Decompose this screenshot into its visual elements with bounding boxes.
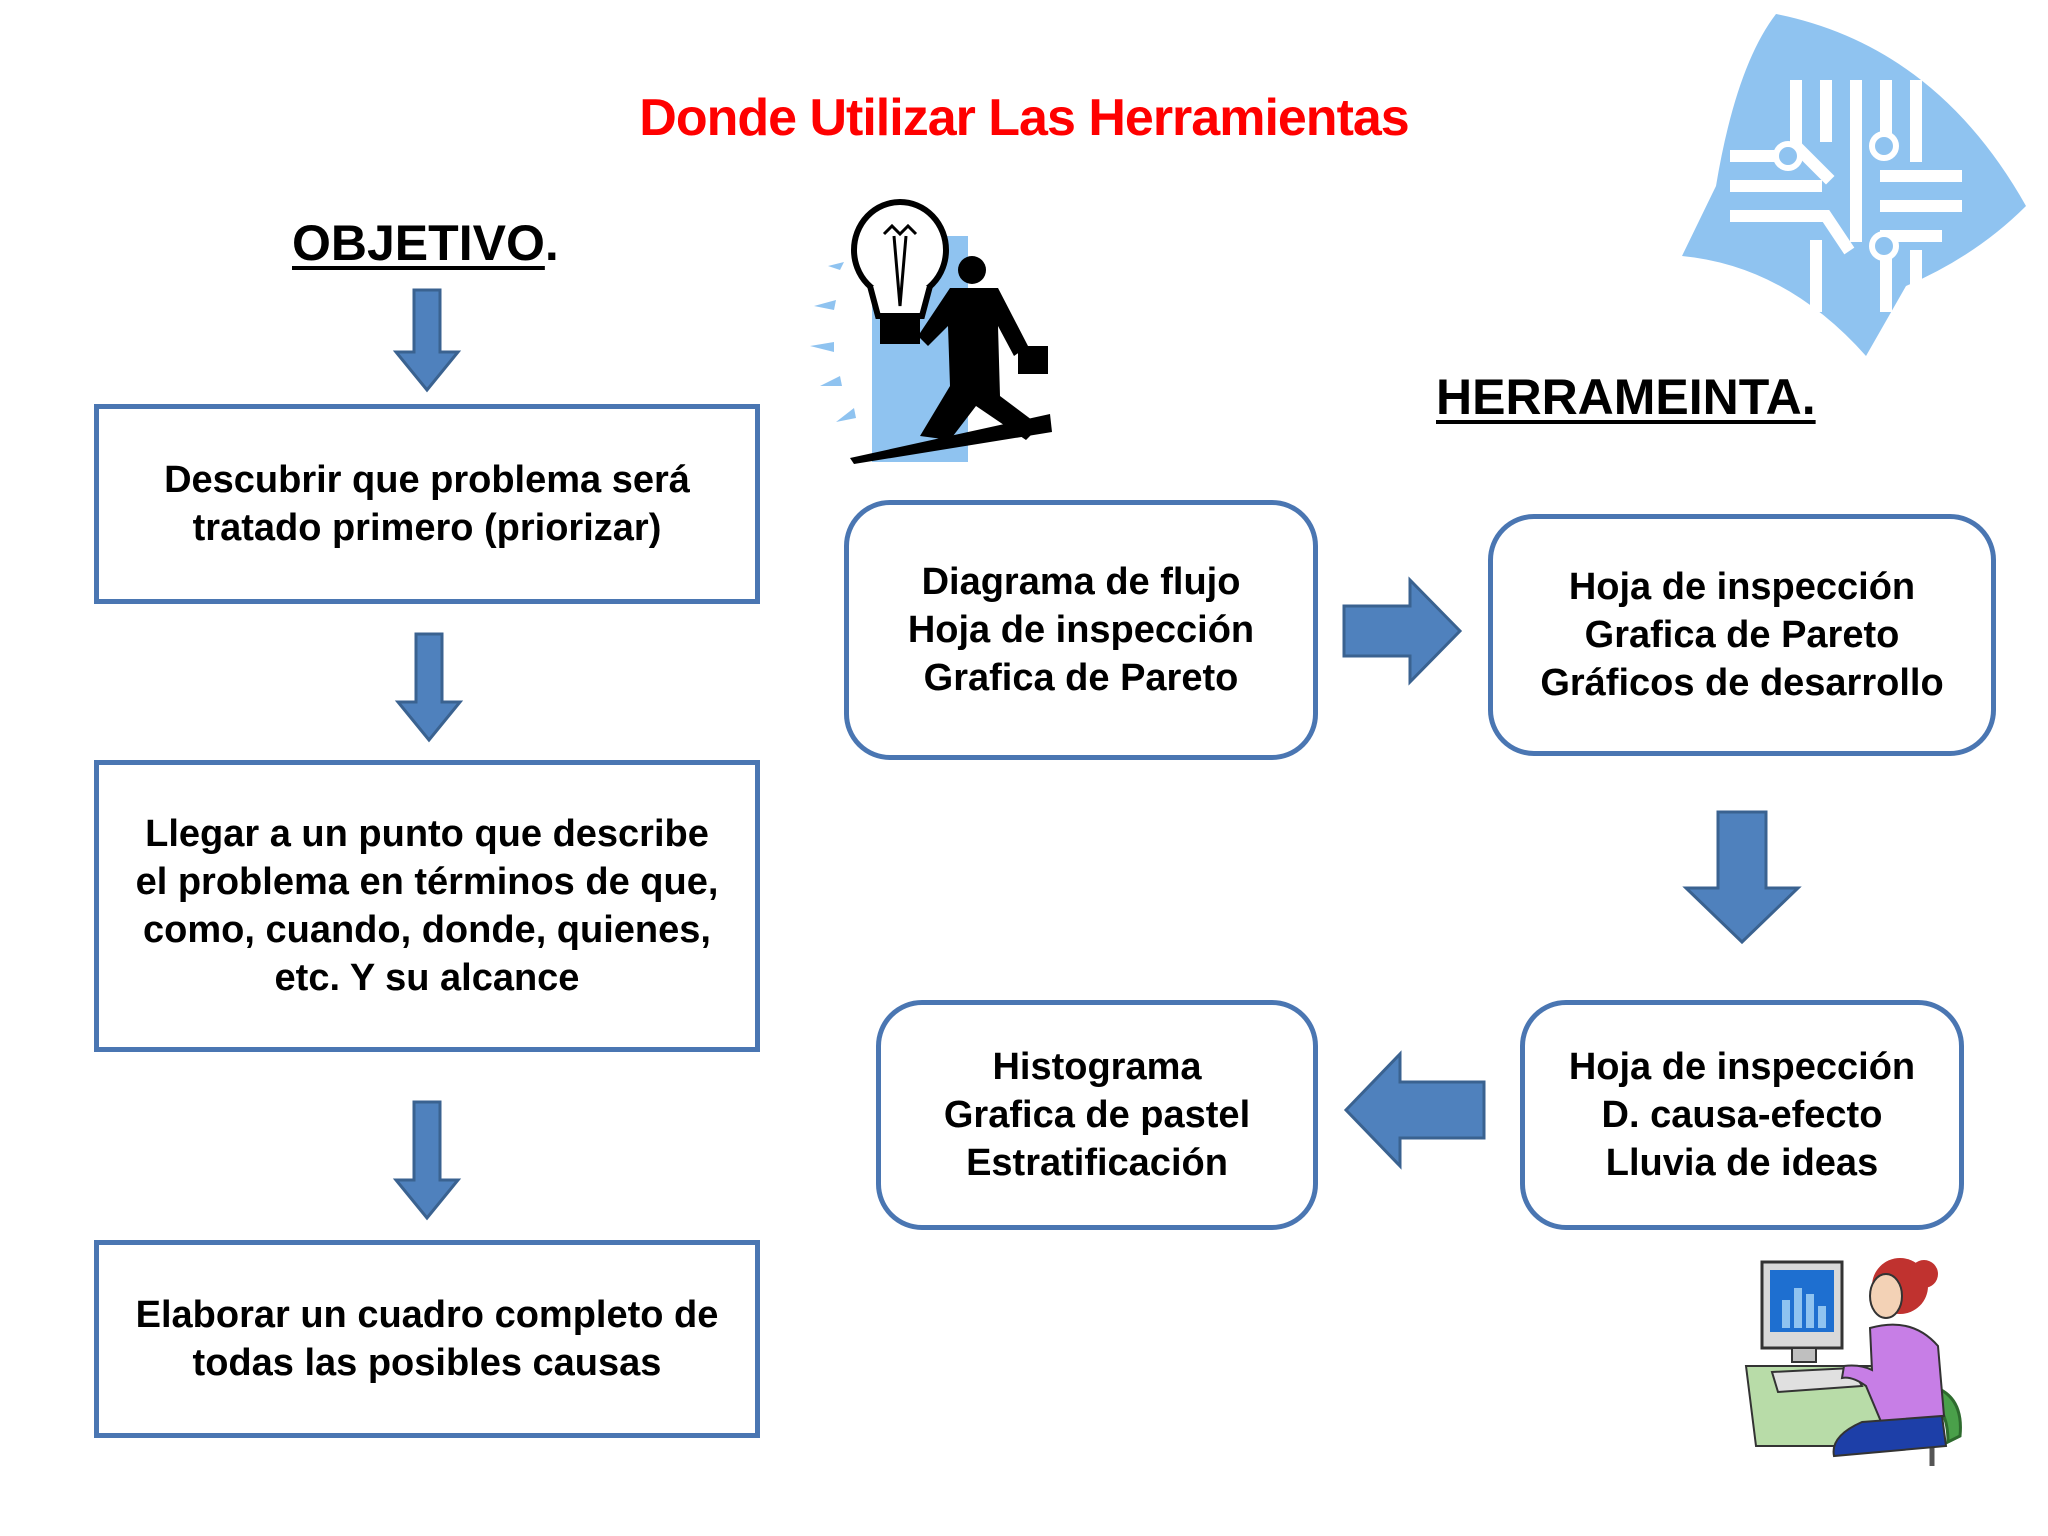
tools-box-3: Hoja de inspección D. causa-efecto Lluvi… <box>1520 1000 1964 1230</box>
objetivo-step-3: Elaborar un cuadro completo de todas las… <box>94 1240 760 1438</box>
tool-text-line: Lluvia de ideas <box>1605 1142 1879 1184</box>
page-title: Donde Utilizar Las Herramientas <box>639 89 1409 147</box>
tool-text-line: D. causa-efecto <box>1601 1094 1883 1136</box>
tool-text-line: Grafica de pastel <box>943 1094 1251 1136</box>
step-text-line: todas las posibles causas <box>192 1342 662 1384</box>
tool-text-line: Histograma <box>992 1046 1202 1088</box>
tool-text-line: Grafica de Pareto <box>923 657 1239 699</box>
step-text-line: el problema en términos de que, <box>135 861 719 903</box>
tool-text-line: Grafica de Pareto <box>1584 614 1900 656</box>
down-arrow-icon <box>1682 810 1802 945</box>
down-arrow-icon <box>394 632 464 743</box>
tool-text-line: Diagrama de flujo <box>921 561 1241 603</box>
right-arrow-icon <box>1342 576 1463 686</box>
tools-box-4: Histograma Grafica de pastel Estratifica… <box>876 1000 1318 1230</box>
objetivo-heading: OBJETIVO. <box>292 215 559 271</box>
circuit-logo-icon <box>1682 14 2026 356</box>
step-text-line: Llegar a un punto que describe <box>145 813 709 855</box>
computer-user-icon <box>1744 1258 1962 1466</box>
tools-box-1: Diagrama de flujo Hoja de inspección Gra… <box>844 500 1318 760</box>
tool-text-line: Gráficos de desarrollo <box>1540 662 1944 704</box>
lightbulb-businessman-icon <box>810 199 1052 464</box>
step-text-line: Elaborar un cuadro completo de <box>135 1294 719 1336</box>
down-arrow-icon <box>392 288 462 393</box>
tools-box-2: Hoja de inspección Grafica de Pareto Grá… <box>1488 514 1996 756</box>
tool-text-line: Hoja de inspección <box>1568 1046 1916 1088</box>
tool-text-line: Hoja de inspección <box>1568 566 1916 608</box>
objetivo-step-2: Llegar a un punto que describe el proble… <box>94 760 760 1052</box>
step-text-line: Descubrir que problema será <box>164 459 690 501</box>
step-text-line: etc. Y su alcance <box>274 957 580 999</box>
tool-text-line: Hoja de inspección <box>907 609 1255 651</box>
step-text-line: tratado primero (priorizar) <box>192 507 662 549</box>
left-arrow-icon <box>1343 1050 1486 1170</box>
tool-text-line: Estratificación <box>966 1142 1228 1184</box>
objetivo-step-1: Descubrir que problema será tratado prim… <box>94 404 760 604</box>
step-text-line: como, cuando, donde, quienes, <box>143 909 711 951</box>
herramienta-heading: HERRAMEINTA. <box>1436 369 1816 425</box>
down-arrow-icon <box>392 1100 462 1221</box>
